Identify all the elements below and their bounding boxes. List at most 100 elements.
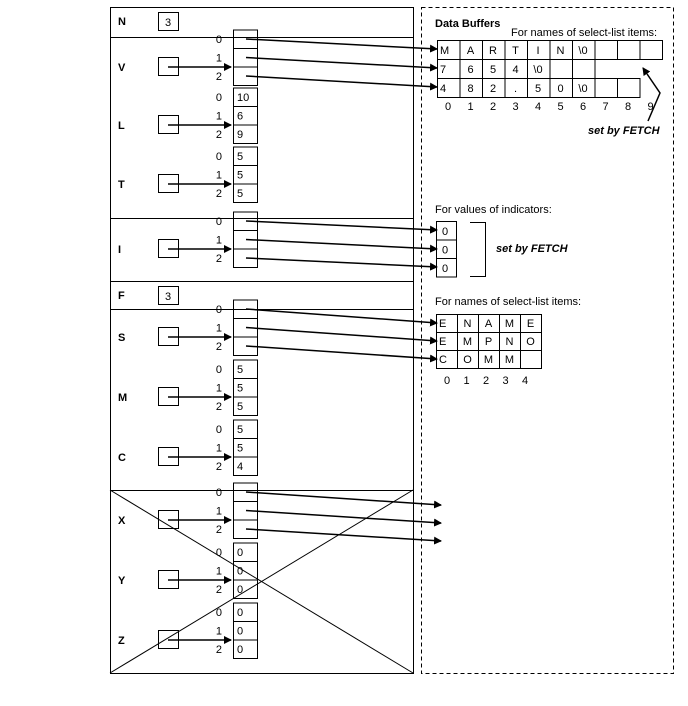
index-label: 1 bbox=[216, 111, 222, 123]
buffer-char: N bbox=[557, 45, 565, 57]
index-label: 0 bbox=[216, 364, 222, 376]
index-label: 1 bbox=[216, 235, 222, 247]
buffer-pointer-arrow bbox=[245, 75, 438, 91]
f-label: F bbox=[118, 290, 125, 302]
cell-value: 6 bbox=[237, 111, 243, 123]
data-buffers-title: Data Buffers bbox=[435, 18, 500, 30]
cell-value: 5 bbox=[237, 188, 243, 200]
bracket bbox=[470, 222, 486, 277]
buffer-char: 4 bbox=[512, 64, 518, 76]
buffer-cell bbox=[617, 78, 641, 98]
indicator-value: 0 bbox=[442, 226, 448, 238]
buffer-pointer-arrow bbox=[245, 345, 438, 363]
name-char: N bbox=[464, 318, 472, 330]
cell-value: 0 bbox=[237, 607, 243, 619]
buffer-pointer-arrow bbox=[245, 509, 442, 527]
indicator-value: 0 bbox=[442, 263, 448, 275]
buffer-cell bbox=[617, 40, 641, 60]
column-index: 9 bbox=[647, 101, 653, 113]
index-label: 0 bbox=[216, 547, 222, 559]
buffer-char: 7 bbox=[440, 64, 446, 76]
column-index: 6 bbox=[580, 101, 586, 113]
index-label: 2 bbox=[216, 461, 222, 473]
top-buffer-caption: For names of select-list items: bbox=[511, 27, 657, 39]
var-label-v: V bbox=[118, 62, 126, 74]
buffer-pointer-arrow bbox=[245, 528, 442, 545]
cell-value: 0 bbox=[237, 584, 243, 596]
name-cell bbox=[520, 350, 542, 369]
f-value: 3 bbox=[165, 291, 171, 303]
buffer-char: I bbox=[536, 45, 539, 57]
buffer-pointer-arrow bbox=[245, 38, 438, 53]
index-label: 1 bbox=[216, 566, 222, 578]
name-char: M bbox=[484, 354, 493, 366]
column-index: 2 bbox=[490, 101, 496, 113]
cell-value: 5 bbox=[237, 401, 243, 413]
cell-value: 0 bbox=[237, 644, 243, 656]
buffer-char: 5 bbox=[490, 64, 496, 76]
array-cell bbox=[233, 396, 258, 416]
buffer-char: . bbox=[514, 83, 517, 95]
name-char: M bbox=[505, 318, 514, 330]
buffer-char: 4 bbox=[440, 83, 446, 95]
index-label: 2 bbox=[216, 71, 222, 83]
index-label: 2 bbox=[216, 341, 222, 353]
set-by-fetch-arrow bbox=[642, 67, 661, 122]
buffer-pointer-arrow bbox=[245, 56, 438, 72]
column-index: 4 bbox=[522, 375, 528, 387]
index-label: 1 bbox=[216, 170, 222, 182]
index-label: 1 bbox=[216, 383, 222, 395]
index-label: 0 bbox=[216, 424, 222, 436]
buffer-char: 5 bbox=[535, 83, 541, 95]
f-box bbox=[158, 286, 179, 305]
buffer-char: T bbox=[512, 45, 519, 57]
cell-value: 4 bbox=[237, 461, 243, 473]
names-caption: For names of select-list items: bbox=[435, 296, 581, 308]
cell-value: 5 bbox=[237, 364, 243, 376]
index-label: 0 bbox=[216, 304, 222, 316]
var-label-x: X bbox=[118, 515, 126, 527]
index-label: 2 bbox=[216, 188, 222, 200]
column-index: 1 bbox=[467, 101, 473, 113]
name-char: C bbox=[439, 354, 447, 366]
array-cell bbox=[233, 579, 258, 599]
name-char: E bbox=[439, 318, 446, 330]
column-index: 3 bbox=[512, 101, 518, 113]
column-index: 0 bbox=[445, 101, 451, 113]
column-index: 0 bbox=[444, 375, 450, 387]
array-cell bbox=[233, 456, 258, 476]
index-label: 2 bbox=[216, 584, 222, 596]
index-label: 1 bbox=[216, 53, 222, 65]
column-index: 8 bbox=[625, 101, 631, 113]
cell-value: 5 bbox=[237, 424, 243, 436]
set-by-fetch-label: set by FETCH bbox=[496, 243, 569, 255]
name-char: E bbox=[527, 318, 534, 330]
buffer-char: 0 bbox=[557, 83, 563, 95]
buffer-char: M bbox=[440, 45, 449, 57]
indicator-value: 0 bbox=[442, 245, 448, 257]
buffer-pointer-arrow bbox=[245, 257, 438, 271]
var-label-i: I bbox=[118, 244, 121, 256]
cell-value: 0 bbox=[237, 566, 243, 578]
indicator-caption: For values of indicators: bbox=[435, 204, 552, 216]
var-label-c: C bbox=[118, 452, 126, 464]
cell-value: 10 bbox=[237, 92, 249, 104]
index-label: 2 bbox=[216, 644, 222, 656]
array-cell bbox=[233, 183, 258, 203]
buffer-pointer-arrow bbox=[245, 238, 438, 253]
index-label: 0 bbox=[216, 607, 222, 619]
name-char: O bbox=[463, 354, 472, 366]
cross-line bbox=[109, 489, 414, 674]
buffer-pointer-arrow bbox=[245, 220, 438, 234]
index-label: 0 bbox=[216, 92, 222, 104]
buffer-pointer-arrow bbox=[245, 491, 442, 509]
cell-value: 5 bbox=[237, 383, 243, 395]
set-by-fetch-label: set by FETCH bbox=[588, 125, 661, 137]
name-char: M bbox=[505, 354, 514, 366]
buffer-pointer-arrow bbox=[245, 326, 438, 345]
n-box bbox=[158, 12, 179, 31]
buffer-pointer-arrow bbox=[245, 308, 438, 327]
index-label: 2 bbox=[216, 129, 222, 141]
column-index: 5 bbox=[557, 101, 563, 113]
